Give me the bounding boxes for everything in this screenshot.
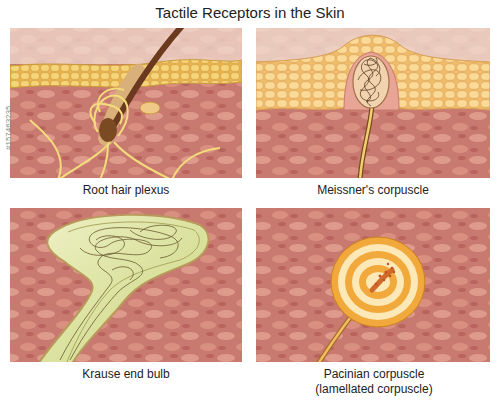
meissner-corpuscle xyxy=(353,56,389,108)
krause-end-bulb xyxy=(38,215,208,362)
lamellae xyxy=(331,237,425,327)
nerve-plexus xyxy=(30,88,220,178)
meissner-panel xyxy=(256,28,490,178)
core-dots xyxy=(375,263,395,286)
dermis xyxy=(256,208,490,362)
panel-caption: Root hair plexus xyxy=(10,183,242,198)
nerve-tangle xyxy=(358,58,381,106)
inner-core xyxy=(372,270,392,290)
dermis xyxy=(10,28,242,178)
diagram-title: Tactile Receptors in the Skin xyxy=(0,5,500,20)
gland xyxy=(140,102,160,114)
dermis xyxy=(256,28,490,178)
panel-caption: Meissner's corpuscle xyxy=(256,183,490,198)
surface xyxy=(10,28,242,64)
pacinian-panel xyxy=(256,208,490,362)
hair-bulb xyxy=(99,118,117,142)
watermark: #157463235 xyxy=(1,106,16,151)
panel-caption: Krause end bulb xyxy=(10,367,242,382)
capsule-layer xyxy=(66,222,199,362)
dermal-papilla xyxy=(344,52,399,110)
nerve-tangle xyxy=(60,225,182,360)
hair-shaft xyxy=(110,28,182,132)
nerve-fiber xyxy=(360,106,372,178)
root-hair-panel xyxy=(10,28,242,178)
panel-caption: Pacinian corpuscle (lamellated corpuscle… xyxy=(296,367,452,397)
epidermis xyxy=(256,35,490,110)
nerve-fiber xyxy=(360,106,372,178)
krause-panel xyxy=(10,208,242,362)
